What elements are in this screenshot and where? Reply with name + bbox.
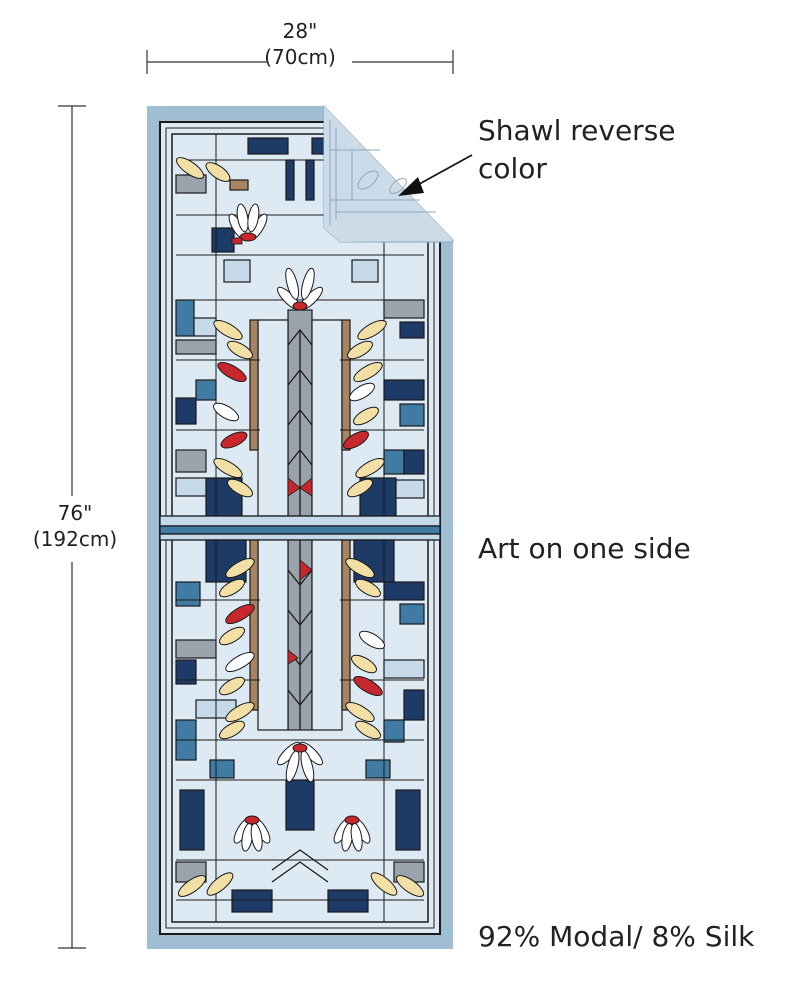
- chevrons-top: [287, 328, 313, 516]
- art-one-side-label: Art on one side: [478, 532, 691, 565]
- leaves-top: [175, 157, 387, 498]
- reverse-color-arrow: [398, 154, 473, 196]
- height-dimension-label: 76" (192cm): [15, 500, 135, 552]
- red-accents: [231, 237, 313, 665]
- width-inches: 28": [282, 19, 318, 43]
- reverse-color-label: Shawl reverse color: [478, 112, 676, 188]
- width-dimension-label: 28" (70cm): [240, 18, 360, 70]
- height-centimeters: (192cm): [32, 527, 118, 551]
- folded-corner-reverse: [323, 104, 454, 243]
- middle-divider: [159, 515, 441, 541]
- lotus-flowers: [228, 203, 371, 852]
- leaves-bottom: [177, 557, 425, 897]
- height-dimension-line: [58, 105, 86, 949]
- reverse-color-line2: color: [478, 152, 547, 185]
- material-label: 92% Modal/ 8% Silk: [478, 920, 755, 953]
- width-dimension-line: [146, 50, 454, 74]
- reverse-color-line1: Shawl reverse: [478, 114, 676, 147]
- width-centimeters: (70cm): [264, 45, 336, 69]
- glass-pattern-bottom: [175, 539, 425, 913]
- height-inches: 76": [57, 501, 93, 525]
